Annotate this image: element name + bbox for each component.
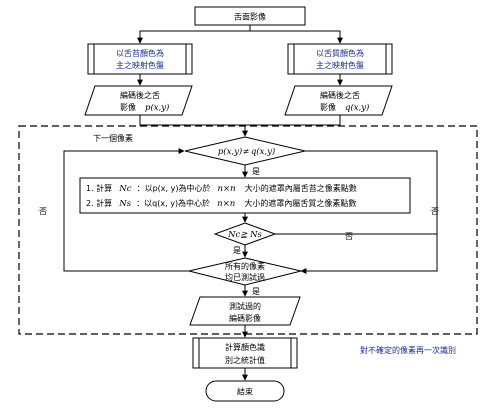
calc-line1: 1. 計算 Nc ：以p(x, y)為中心於 n×n 大小的遮罩內屬舌苔之像素點…: [86, 176, 357, 195]
note-label: 對不確定的像素再一次識別: [360, 345, 456, 355]
map-body-line2: 主之映射色盤: [316, 60, 364, 70]
map-coat-node: 以舌苔顏色為 主之映射色盤: [87, 43, 193, 75]
end-label: 結束: [237, 387, 253, 397]
start-node: 舌面影像: [194, 6, 306, 26]
encoded-p-math: p(x,y): [145, 102, 169, 113]
decision-all-line2: 均已測試過: [225, 272, 265, 282]
arrow-start-to-body: [250, 30, 343, 44]
arrow-pq-no-path: [300, 150, 438, 274]
map-body-line1: 以舌質顏色為: [316, 48, 364, 58]
tested-line1: 測試過的: [229, 301, 261, 311]
stats-node: 計算顏色識 別之統計值: [192, 337, 298, 369]
tested-node: 測試過的 編碼影像: [189, 296, 301, 326]
encoded-q-node: 編碼後之舌 影像 q(x,y): [284, 85, 393, 116]
decision-n-label: Nc≧ Ns: [227, 230, 262, 240]
decision-pq-left: p(x,y): [218, 146, 242, 157]
arrow-p-merge: [139, 115, 245, 126]
yes-label-3: 是: [252, 287, 260, 296]
decision-pq-op: ≠: [243, 147, 250, 156]
decision-n-node: Nc≧ Ns: [213, 222, 277, 246]
map-body-node: 以舌質顏色為 主之映射色盤: [287, 43, 393, 75]
yes-label-1: 是: [252, 167, 260, 176]
encoded-p-line2: 影像: [120, 102, 136, 112]
arrow-q-merge: [245, 115, 341, 126]
no-label-left: 否: [39, 207, 47, 216]
calc-node: 1. 計算 Nc ：以p(x, y)為中心於 n×n 大小的遮罩內屬舌苔之像素點…: [79, 176, 411, 214]
stats-line1: 計算顏色識: [225, 342, 265, 352]
yes-label-2: 是: [233, 246, 241, 255]
stats-line2: 別之統計值: [225, 355, 265, 365]
recheck-region: [18, 125, 478, 335]
map-coat-line2: 主之映射色盤: [116, 60, 164, 70]
decision-all-node: 所有的像素 均已測試過: [188, 257, 302, 286]
encoded-p-node: 編碼後之舌 影像 p(x,y): [84, 85, 193, 116]
map-coat-line1: 以舌苔顏色為: [116, 48, 164, 58]
start-label: 舌面影像: [234, 12, 266, 22]
encoded-q-line2: 影像: [320, 102, 336, 112]
decision-pq-node: p(x,y) ≠ q(x,y): [184, 136, 306, 166]
arrow-loop-next-pixel: [63, 148, 189, 272]
decision-pq-right: q(x,y): [251, 146, 275, 157]
decision-all-line1: 所有的像素: [225, 261, 265, 271]
encoded-p-line1: 編碼後之舌: [120, 90, 160, 100]
end-node: 結束: [205, 380, 285, 402]
no-label-mid: 否: [345, 232, 353, 241]
tested-line2: 編碼影像: [229, 313, 261, 323]
arrow-start-to-coat: [137, 25, 251, 44]
next-pixel-label: 下一個像素: [93, 133, 133, 143]
encoded-q-math: q(x,y): [345, 102, 369, 113]
calc-line2: 2. 計算 Ns ：以q(x, y)為中心於 n×n 大小的遮罩內屬舌質之像素點…: [86, 191, 356, 210]
no-label-right: 否: [431, 207, 439, 216]
encoded-q-line1: 編碼後之舌: [320, 90, 360, 100]
